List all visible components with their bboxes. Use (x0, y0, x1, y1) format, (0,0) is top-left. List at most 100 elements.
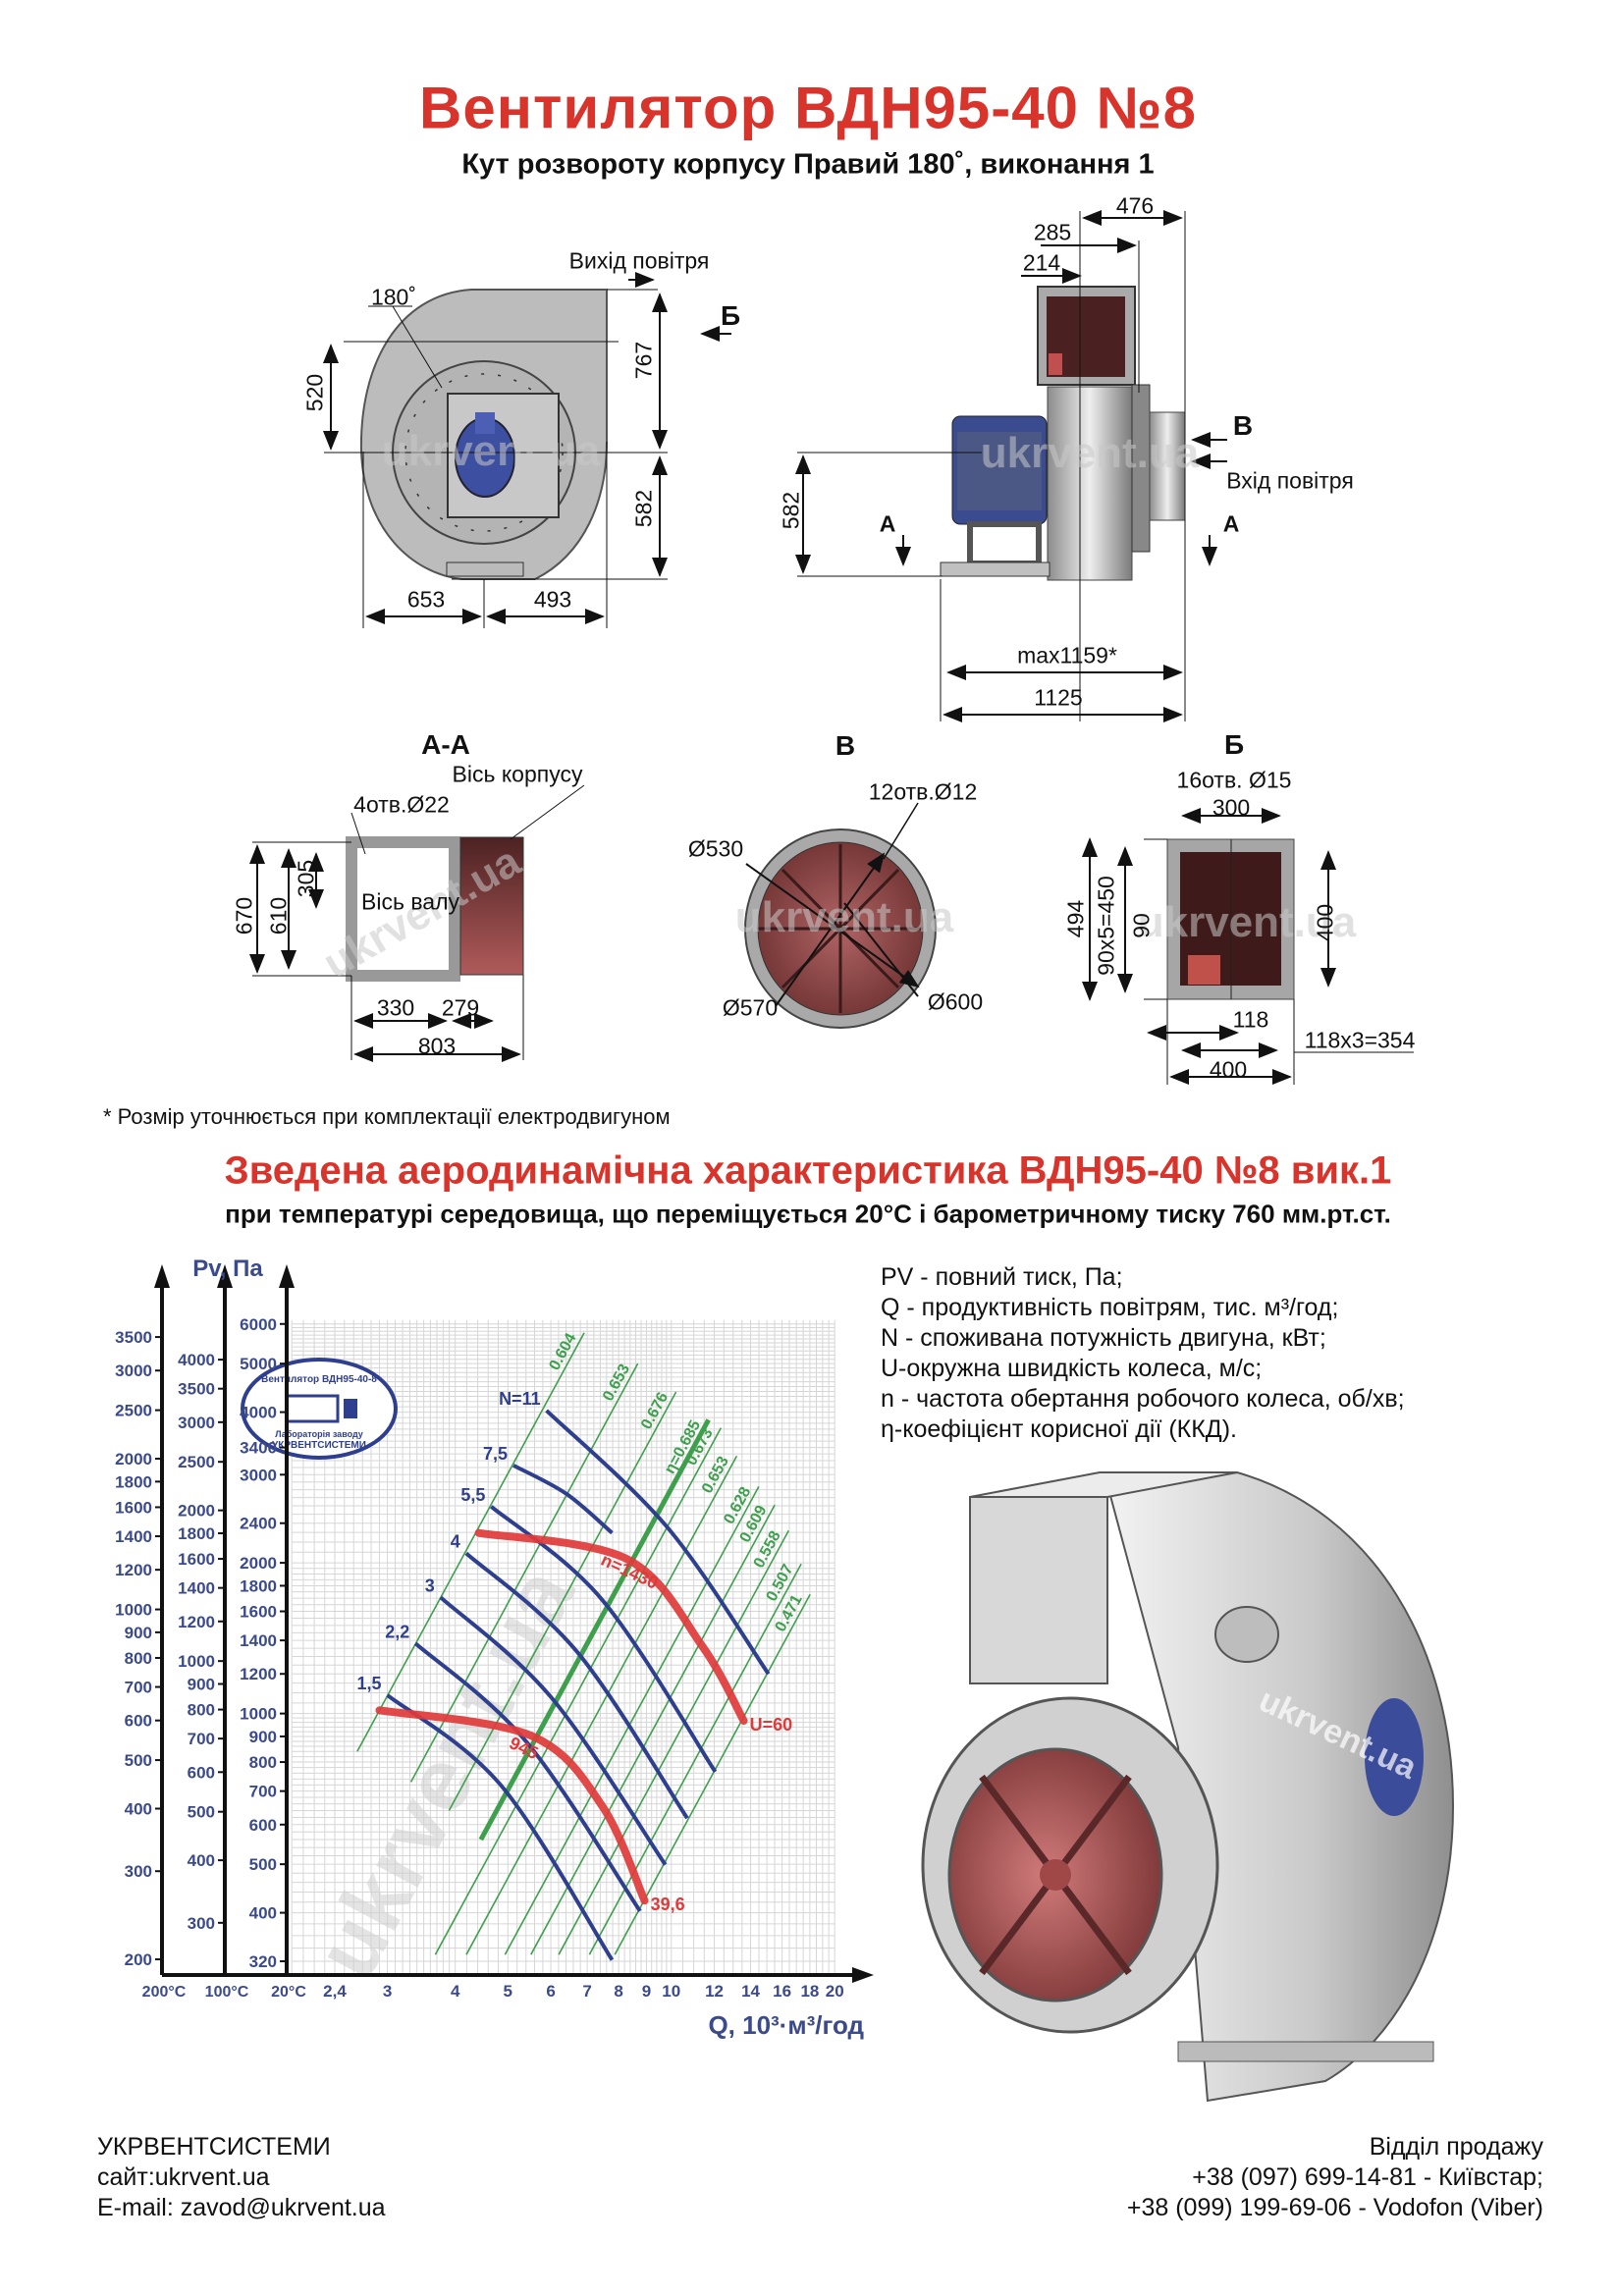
x-tick-label: 12 (705, 1982, 724, 2001)
dim-670: 670 (231, 896, 257, 935)
technical-drawings (249, 210, 1414, 1085)
power-curve-label: 3 (425, 1575, 435, 1595)
outlet-label: Вихід повітря (568, 247, 710, 274)
phone-vodafone[interactable]: +38 (099) 199-69-06 - Vodofon (Viber) (1126, 2194, 1543, 2221)
x-tick-label: 7 (582, 1982, 591, 2001)
y-tick-label: 5000 (240, 1355, 277, 1373)
body-axis-label: Вісь корпусу (452, 761, 583, 787)
dim-400-horizontal: 400 (1209, 1056, 1248, 1083)
power-curve (512, 1464, 614, 1535)
y-tick-label: 3000 (115, 1362, 152, 1380)
dim-803: 803 (417, 1033, 457, 1059)
sales-heading: Відділ продажу (1369, 2133, 1543, 2161)
email-link[interactable]: E-mail: zavod@ukrvent.ua (97, 2194, 386, 2221)
y-tick-label: 800 (188, 1701, 215, 1720)
view-v-drawing (744, 802, 937, 1029)
y-tick-label: 600 (249, 1816, 277, 1835)
legend-item: Q - продуктивність повітрям, тис. м³/год… (881, 1294, 1339, 1321)
y-tick-label: 500 (188, 1803, 215, 1822)
logo-stamp: Вентилятор ВДН95-40-8 Лабораторія заводу… (241, 1358, 398, 1460)
speed-curve-end-label: U=60 (750, 1715, 793, 1735)
section-aa-drawing (249, 784, 585, 1062)
efficiency-line (614, 1593, 811, 1955)
legend-item: PV - повний тиск, Па; (881, 1263, 1123, 1291)
y-tick-label: 500 (249, 1855, 277, 1874)
x-tick-label: 3 (383, 1982, 392, 2001)
side-view-drawing (795, 210, 1227, 722)
motor-3d (1365, 1698, 1424, 1816)
y-tick-label: 3000 (240, 1466, 277, 1484)
logo-middle: Лабораторія заводу (275, 1429, 363, 1439)
power-curve (464, 1551, 689, 1820)
y-tick-label: 400 (188, 1851, 215, 1870)
inlet-mark: В (1232, 410, 1254, 441)
dim-476: 476 (1115, 192, 1155, 219)
x-tick-label: 5 (504, 1982, 512, 2001)
page-subtitle: Кут розвороту корпусу Правий 180˚, викон… (461, 148, 1155, 181)
section-b-title: Б (1223, 729, 1245, 760)
power-curve-label: 2,2 (385, 1622, 409, 1641)
y-tick-label: 600 (188, 1763, 215, 1782)
phone-kyivstar[interactable]: +38 (097) 699-14-81 - Київстар; (1192, 2163, 1543, 2191)
y-tick-label: 3500 (178, 1380, 215, 1399)
y-tick-label: 400 (249, 1904, 277, 1923)
x-tick-label: 8 (614, 1982, 622, 2001)
power-curve-label: N=11 (499, 1389, 541, 1409)
y-tick-label: 4000 (240, 1404, 277, 1422)
dim-d600: Ø600 (927, 988, 984, 1015)
x-tick-label: 10 (662, 1982, 680, 2001)
efficiency-line (478, 1418, 711, 1842)
dim-582-side: 582 (778, 491, 804, 530)
x-axis-title: Q, 10³·м³/год (708, 2010, 864, 2040)
dim-610: 610 (265, 896, 292, 935)
site-link[interactable]: сайт:ukrvent.ua (97, 2163, 270, 2191)
y-tick-label: 800 (125, 1649, 152, 1668)
section-mark-b: Б (720, 300, 741, 331)
efficiency-line (409, 1362, 639, 1783)
power-curve-label: 5,5 (460, 1485, 485, 1505)
y-tick-label: 600 (125, 1712, 152, 1731)
power-curve (439, 1595, 668, 1866)
dim-450: 90х5=450 (1093, 876, 1119, 976)
y-tick-label: 1800 (115, 1472, 152, 1491)
dim-max1159: max1159* (1017, 642, 1117, 668)
y-tick-label: 200 (125, 1950, 152, 1969)
stand (967, 521, 1042, 566)
legend-item: U-окружна швидкість колеса, м/с; (881, 1355, 1263, 1382)
y-tick-label: 1400 (178, 1579, 215, 1598)
legend-item: η-коефіцієнт корисної дії (ККД). (881, 1415, 1237, 1443)
y-tick-label: 1600 (115, 1498, 152, 1517)
dim-118: 118 (1232, 1006, 1269, 1033)
y-tick-label: 2000 (178, 1502, 215, 1521)
y-tick-label: 2000 (240, 1554, 277, 1573)
y-tick-label: 900 (125, 1624, 152, 1642)
y-tick-label: 3000 (178, 1414, 215, 1432)
x-tick-label: 9 (642, 1982, 651, 2001)
logo-bottom: УКРВЕНТСИСТЕМИ (272, 1440, 366, 1451)
y-tick-label: 3500 (115, 1328, 152, 1347)
y-tick-label: 6000 (240, 1315, 277, 1334)
base-3d (1177, 2041, 1434, 2062)
aerodynamic-chart: Вентилятор ВДН95-40-8 Лабораторія заводу… (115, 1255, 874, 2040)
efficiency-line (465, 1455, 738, 1955)
shaft-axis-label: Вісь валу (361, 888, 459, 915)
section-aa-title: А-А (421, 729, 470, 760)
dim-214: 214 (1022, 249, 1061, 276)
watermark: ukrvent.ua (381, 427, 601, 475)
y-tick-label: 1400 (115, 1527, 152, 1546)
y-tick-label: 1200 (178, 1613, 215, 1631)
x-tick-label: 18 (800, 1982, 819, 2001)
footer-contacts: УКРВЕНТСИСТЕМИ сайт:ukrvent.ua E-mail: z… (97, 2132, 386, 2223)
fan-3d-render: ukrvent.ua (921, 1470, 1455, 2103)
speed-curve (375, 1706, 649, 1905)
legend-item: n - частота обертання робочого колеса, о… (881, 1385, 1405, 1413)
y-tick-label: 400 (125, 1799, 152, 1818)
footnote: * Розмір уточнюється при комплектації ел… (103, 1104, 671, 1129)
efficiency-line (434, 1427, 723, 1955)
y-tick-label: 1000 (178, 1652, 215, 1671)
y-tick-label: 700 (188, 1730, 215, 1748)
angle-label: 180˚ (370, 284, 417, 310)
holes-b: 16отв. Ø15 (1176, 767, 1292, 793)
dim-90: 90 (1128, 913, 1155, 938)
inlet-label: Вхід повітря (1226, 467, 1354, 494)
